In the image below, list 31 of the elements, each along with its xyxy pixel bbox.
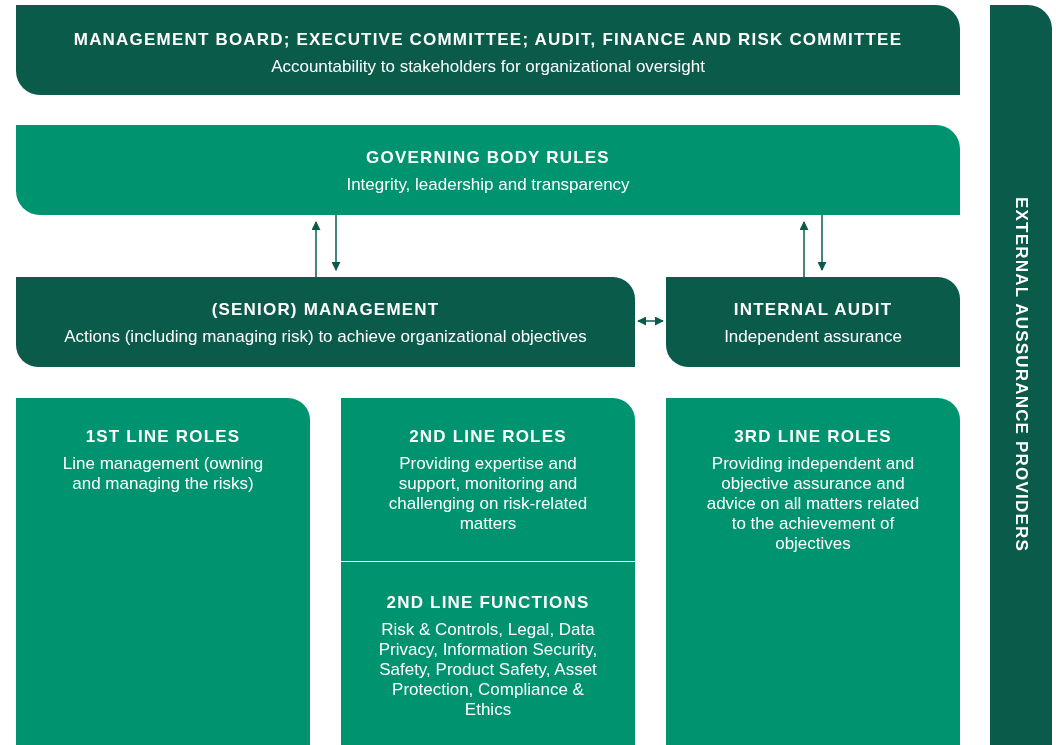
heading: INTERNAL AUDIT — [733, 299, 893, 321]
governing-band — [16, 125, 960, 215]
board-band — [16, 5, 960, 95]
description: Integrity, leadership and transparency — [346, 175, 630, 195]
description: Accountability to stakeholders for organizational oversight — [271, 57, 705, 77]
heading: MANAGEMENT BOARD; EXECUTIVE COMMITTEE; AUDIT, FINANCE AND RISK COMMITTEE — [73, 29, 903, 51]
description: Independent assurance — [724, 327, 902, 347]
heading: 2ND LINE ROLES — [409, 426, 567, 448]
arrow — [311, 221, 321, 278]
arrow — [637, 316, 664, 326]
arrow — [817, 214, 827, 271]
line-roles-panel — [341, 398, 635, 561]
heading: EXTERNAL AUSSURANCE PROVIDERS — [1011, 197, 1032, 553]
management-box — [16, 277, 635, 367]
heading: (SENIOR) MANAGEMENT — [211, 299, 440, 321]
audit-box — [666, 277, 960, 367]
description: Line management (owning and managing the risks) — [61, 454, 265, 494]
heading: 2ND LINE FUNCTIONS — [386, 592, 590, 614]
line-functions-panel — [341, 562, 635, 745]
heading: GOVERNING BODY RULES — [366, 147, 610, 169]
arrow — [331, 214, 341, 271]
heading: 1ST LINE ROLES — [85, 426, 241, 448]
description: Providing expertise and support, monitoring and challenging on risk-related matters — [387, 454, 589, 534]
side-band — [990, 5, 1052, 745]
line-roles-panel — [666, 398, 960, 745]
description: Providing independent and objective assurance and advice on all matters related to the achievement of objectives — [705, 454, 921, 554]
description: Actions (including managing risk) to achieve organizational objectives — [64, 327, 587, 347]
line-roles-panel — [16, 398, 310, 745]
arrow — [799, 221, 809, 278]
heading: 3RD LINE ROLES — [734, 426, 892, 448]
description: Risk & Controls, Legal, Data Privacy, Information Security, Safety, Product Safety, Asset Protection, Compliance & Ethics — [377, 620, 599, 720]
